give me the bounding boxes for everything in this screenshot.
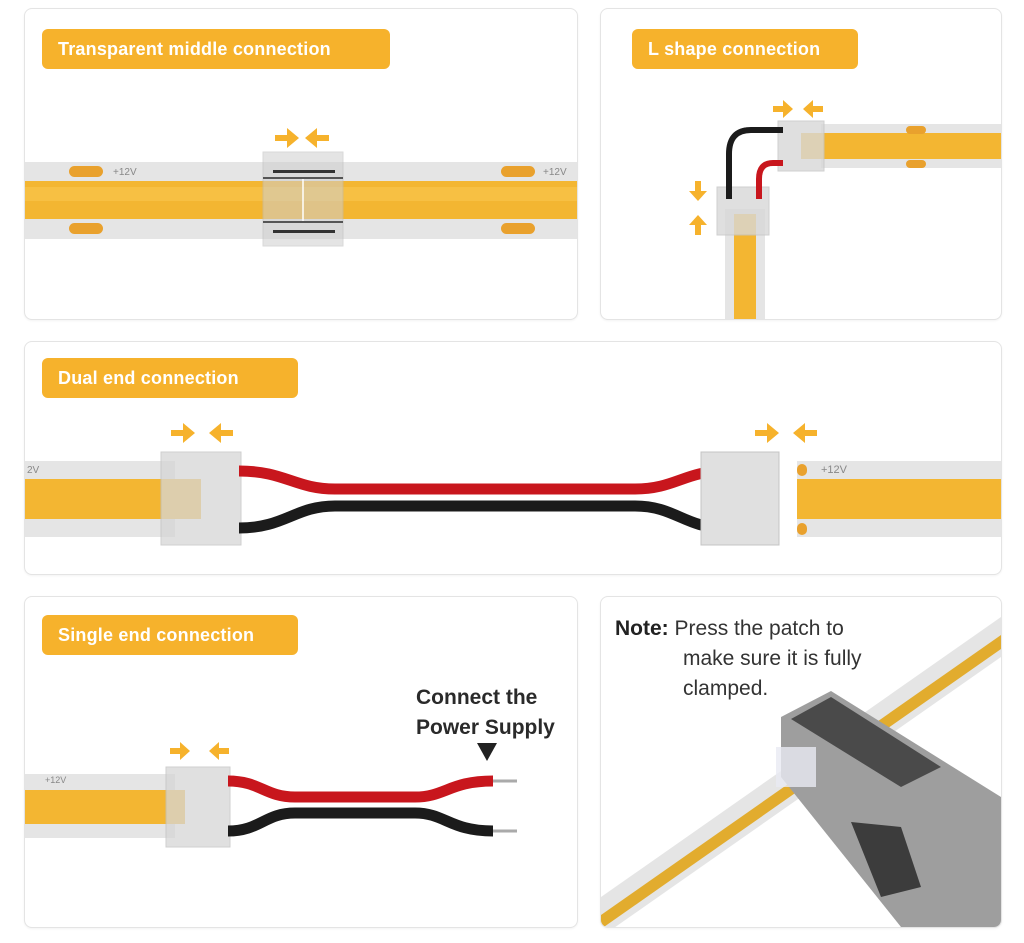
wire-black bbox=[238, 500, 726, 534]
panel-title: L shape connection bbox=[632, 29, 858, 69]
arrow-up-icon bbox=[689, 215, 707, 235]
panel-l-shape: L shape connection bbox=[600, 8, 1002, 320]
svg-text:2V: 2V bbox=[27, 465, 40, 476]
transparent-middle-illustration: +12V +12V bbox=[25, 128, 577, 247]
solder-pad bbox=[501, 223, 535, 234]
power-supply-label: Connect the Power Supply bbox=[416, 686, 555, 739]
panel-transparent-middle: Transparent middle connection +12V +12V bbox=[24, 8, 578, 320]
single-end-illustration: +12V bbox=[25, 742, 517, 848]
wire-red bbox=[238, 465, 726, 495]
connector bbox=[776, 747, 816, 787]
panel-title: Dual end connection bbox=[42, 358, 298, 398]
l-shape-illustration bbox=[689, 100, 1001, 319]
wire-red bbox=[756, 160, 783, 199]
transparent-connector bbox=[262, 151, 344, 247]
arrow-left-icon bbox=[209, 423, 233, 443]
arrow-right-icon bbox=[170, 742, 190, 760]
arrow-left-icon bbox=[793, 423, 817, 443]
panel-title: Transparent middle connection bbox=[42, 29, 390, 69]
svg-text:+12V: +12V bbox=[821, 464, 848, 476]
wire-black bbox=[726, 127, 783, 199]
clamp-illustration bbox=[601, 617, 1001, 927]
arrow-right-icon bbox=[755, 423, 779, 443]
note-prefix: Note: bbox=[615, 617, 669, 640]
connector bbox=[777, 120, 825, 172]
solder-pad bbox=[69, 166, 103, 177]
arrow-down-icon bbox=[689, 181, 707, 201]
clamp-tool bbox=[781, 691, 1001, 927]
triangle-down-icon bbox=[477, 743, 497, 761]
dual-end-illustration: 2V +12V bbox=[25, 423, 1001, 546]
led-strip-horizontal bbox=[801, 124, 1001, 168]
arrow-left-icon bbox=[803, 100, 823, 118]
panel-note: Note: Press the patch to make sure it is… bbox=[600, 596, 1002, 928]
note-text: Note: Press the patch to make sure it is… bbox=[615, 617, 862, 700]
panel-single-end: Single end connection Connect the Power … bbox=[24, 596, 578, 928]
panel-dual-end: Dual end connection 2V +12V bbox=[24, 341, 1002, 575]
solder-pad bbox=[69, 223, 103, 234]
arrow-right-icon bbox=[773, 100, 793, 118]
wire-black bbox=[227, 807, 494, 837]
svg-text:+12V: +12V bbox=[45, 775, 66, 785]
strip-label-positive: +12V bbox=[543, 167, 567, 178]
arrow-right-icon bbox=[275, 128, 299, 148]
arrow-right-icon bbox=[171, 423, 195, 443]
led-strip: +12V bbox=[25, 774, 185, 838]
connector-left bbox=[160, 451, 242, 546]
arrow-left-icon bbox=[209, 742, 229, 760]
led-strip-right: +12V bbox=[797, 461, 1001, 537]
arrow-left-icon bbox=[305, 128, 329, 148]
wire-red bbox=[227, 775, 494, 803]
connector bbox=[165, 766, 231, 848]
solder-pad bbox=[501, 166, 535, 177]
panel-title: Single end connection bbox=[42, 615, 298, 655]
connector-right bbox=[700, 451, 780, 546]
strip-label-positive: +12V bbox=[113, 167, 137, 178]
